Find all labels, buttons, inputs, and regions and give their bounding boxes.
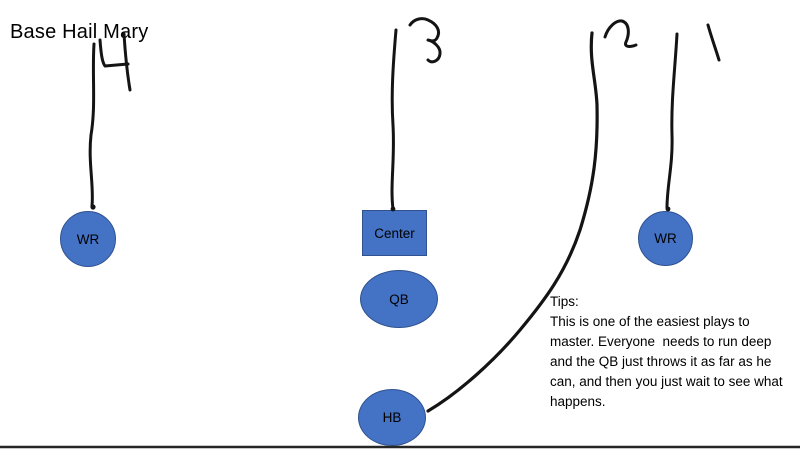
tips-line: master. Everyone needs to run deep	[550, 334, 772, 349]
player-wr-right-label: WR	[654, 231, 677, 246]
player-hb[interactable]: HB	[358, 389, 426, 446]
player-wr-left-label: WR	[76, 231, 100, 247]
player-wr-right[interactable]: WR	[638, 211, 693, 266]
tips-heading: Tips:	[550, 294, 579, 309]
tips-block: Tips: This is one of the easiest plays t…	[550, 292, 800, 412]
route-line-1	[665, 32, 679, 212]
player-center-label: Center	[374, 225, 415, 241]
route-number-2	[603, 19, 638, 48]
tips-line: This is one of the easiest plays to	[550, 314, 750, 329]
player-qb[interactable]: QB	[360, 270, 438, 328]
tips-line: and the QB just throws it as far as he	[550, 354, 772, 369]
tips-line: happens.	[550, 394, 606, 409]
route-number-1	[706, 23, 721, 62]
route-line-4	[88, 42, 96, 210]
route-line-3	[390, 28, 398, 212]
player-hb-label: HB	[382, 410, 402, 425]
tips-line: can, and then you just wait to see what	[550, 374, 783, 389]
page-title: Base Hail Mary	[10, 21, 149, 43]
player-center[interactable]: Center	[362, 210, 427, 256]
player-qb-label: QB	[389, 291, 409, 307]
route-number-3	[408, 17, 442, 64]
player-wr-left[interactable]: WR	[60, 211, 116, 267]
